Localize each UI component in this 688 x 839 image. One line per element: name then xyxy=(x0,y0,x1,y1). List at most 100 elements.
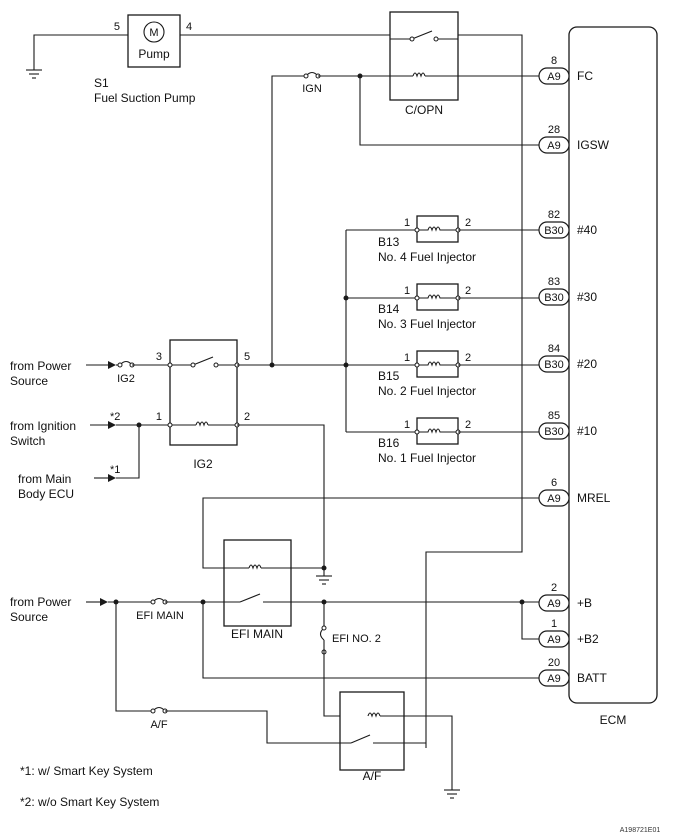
motor-icon xyxy=(143,21,165,43)
svg-text:B16: B16 xyxy=(378,436,400,450)
svg-text:#10: #10 xyxy=(577,424,597,438)
terminal-fc: A9 8 FC xyxy=(538,55,593,85)
injector-b16: 1 2 B16 No. 1 Fuel Injector xyxy=(346,417,539,465)
svg-text:from Main: from Main xyxy=(18,472,71,486)
svg-text:B30: B30 xyxy=(544,359,564,371)
input-power-source-2: from Power Source xyxy=(10,595,108,624)
svg-text:Source: Source xyxy=(10,610,48,624)
injector-b15: 1 2 B15 No. 2 Fuel Injector xyxy=(346,350,539,398)
arrow-icon xyxy=(100,598,108,606)
svg-text:B30: B30 xyxy=(544,225,564,237)
svg-text:A9: A9 xyxy=(547,673,560,685)
copn-switch-icon xyxy=(411,30,433,40)
svg-text:Source: Source xyxy=(10,374,48,388)
terminal-b2: A9 1 +B2 xyxy=(538,618,599,648)
svg-text:1: 1 xyxy=(404,285,410,297)
svg-text:B14: B14 xyxy=(378,302,400,316)
svg-text:+B: +B xyxy=(577,596,592,610)
svg-text:84: 84 xyxy=(548,343,560,355)
svg-text:FC: FC xyxy=(577,69,593,83)
wire-af-fuse xyxy=(115,602,153,712)
svg-text:Body ECU: Body ECU xyxy=(18,487,74,501)
svg-text:from Power: from Power xyxy=(10,359,71,373)
terminal-40: B30 82 #40 xyxy=(538,209,597,239)
svg-text:#30: #30 xyxy=(577,290,597,304)
copn-relay xyxy=(389,11,459,101)
svg-text:MREL: MREL xyxy=(577,491,611,505)
terminal-mrel: A9 6 MREL xyxy=(538,477,611,507)
svg-text:A9: A9 xyxy=(547,71,560,83)
svg-text:A9: A9 xyxy=(547,493,560,505)
svg-text:No. 2 Fuel Injector: No. 2 Fuel Injector xyxy=(378,384,476,398)
svg-text:85: 85 xyxy=(548,410,560,422)
wire-mrel xyxy=(202,497,539,569)
terminal-20: B30 84 #20 xyxy=(538,343,597,373)
ig2-coil-icon xyxy=(195,421,209,427)
wire-batt xyxy=(202,602,539,679)
copn-label: C/OPN xyxy=(405,103,443,117)
efi-main-coil-icon xyxy=(248,564,262,570)
terminal-igsw: A9 28 IGSW xyxy=(538,124,610,154)
ig2-pin1: 1 xyxy=(156,411,162,423)
af-fuse-label: A/F xyxy=(150,719,167,731)
svg-text:8: 8 xyxy=(551,55,557,67)
ig2-relay xyxy=(169,339,238,446)
svg-text:No. 4 Fuel Injector: No. 4 Fuel Injector xyxy=(378,250,476,264)
svg-text:A9: A9 xyxy=(547,634,560,646)
efi-main-fuse-label: EFI MAIN xyxy=(136,610,184,622)
svg-text:+B2: +B2 xyxy=(577,632,599,646)
svg-text:*1: *1 xyxy=(110,464,120,476)
svg-text:1: 1 xyxy=(404,419,410,431)
pump-box xyxy=(127,14,181,68)
svg-text:No. 1 Fuel Injector: No. 1 Fuel Injector xyxy=(378,451,476,465)
pump-label: Pump xyxy=(138,47,170,61)
svg-text:from Ignition: from Ignition xyxy=(10,419,76,433)
ground-icon xyxy=(316,568,332,585)
ig2-pin5: 5 xyxy=(244,351,250,363)
svg-text:6: 6 xyxy=(551,477,557,489)
input-main-body-ecu: from Main Body ECU *1 xyxy=(18,464,120,501)
svg-text:2: 2 xyxy=(465,419,471,431)
af-relay-label: A/F xyxy=(363,769,382,783)
svg-text:1: 1 xyxy=(404,217,410,229)
svg-text:from Power: from Power xyxy=(10,595,71,609)
ig2-switch-icon xyxy=(192,356,214,366)
af-coil-icon xyxy=(367,712,381,718)
efi-main-relay-label: EFI MAIN xyxy=(231,627,283,641)
pump-code: S1 xyxy=(94,76,109,90)
svg-text:20: 20 xyxy=(548,657,560,669)
arrow-icon xyxy=(108,361,116,369)
svg-text:#40: #40 xyxy=(577,223,597,237)
svg-text:*2: *2 xyxy=(110,411,120,423)
svg-text:2: 2 xyxy=(465,352,471,364)
wire-igsw xyxy=(359,76,539,146)
efi-main-switch-icon xyxy=(239,593,261,603)
copn-coil-icon xyxy=(412,72,426,78)
wire-ign-up xyxy=(271,75,306,365)
ign-fuse-label: IGN xyxy=(302,83,322,95)
svg-text:A9: A9 xyxy=(547,140,560,152)
ig2-fuse-label: IG2 xyxy=(117,373,135,385)
input-power-source-1: from Power Source xyxy=(10,359,116,388)
arrow-icon xyxy=(108,474,116,482)
injector-b14: 1 2 B14 No. 3 Fuel Injector xyxy=(346,283,539,331)
ground-icon xyxy=(444,789,460,799)
svg-text:BATT: BATT xyxy=(577,671,607,685)
efi-no2-fuse-label: EFI NO. 2 xyxy=(332,633,381,645)
af-switch-icon xyxy=(350,734,371,744)
note-2: *2: w/o Smart Key System xyxy=(20,795,159,809)
terminal-10: B30 85 #10 xyxy=(538,410,597,440)
efi-main-relay xyxy=(223,539,292,627)
wire-main-body-ecu xyxy=(116,425,140,479)
note-1: *1: w/ Smart Key System xyxy=(20,764,153,778)
ig2-relay-label: IG2 xyxy=(193,457,213,471)
terminal-30: B30 83 #30 xyxy=(538,276,597,306)
af-relay xyxy=(339,691,405,771)
svg-text:1: 1 xyxy=(404,352,410,364)
svg-text:28: 28 xyxy=(548,124,560,136)
pump-name: Fuel Suction Pump xyxy=(94,91,196,105)
arrow-icon xyxy=(108,421,116,429)
ecm-label: ECM xyxy=(600,713,627,727)
terminal-b: A9 2 +B xyxy=(538,582,592,612)
